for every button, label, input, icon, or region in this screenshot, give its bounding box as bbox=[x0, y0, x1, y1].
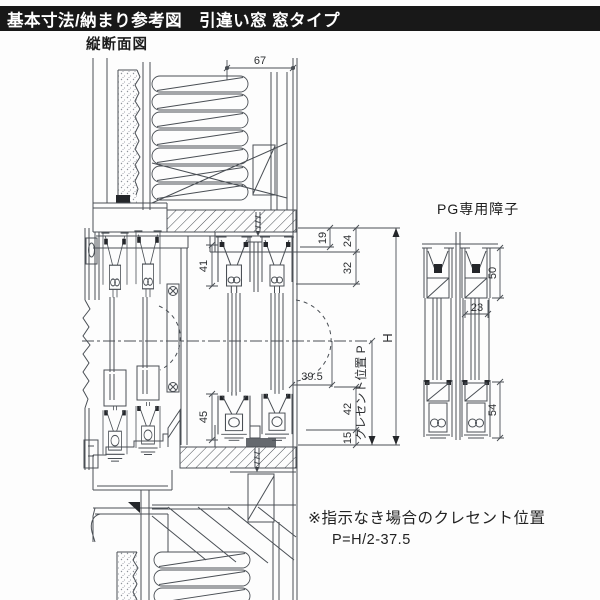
upper-wall-section bbox=[92, 58, 298, 600]
sill-section bbox=[90, 408, 297, 552]
dim-45: 45 bbox=[198, 411, 210, 423]
stucco-finish bbox=[118, 70, 137, 203]
dim-19: 19 bbox=[317, 232, 329, 244]
glass-pane-lines bbox=[109, 297, 148, 372]
sill-hatch bbox=[179, 446, 297, 469]
screen-track bbox=[82, 228, 100, 470]
crescent-screw bbox=[168, 382, 178, 392]
stucco-zigzag-edge bbox=[134, 69, 141, 196]
sill-flashing bbox=[92, 507, 169, 552]
dim-23: 23 bbox=[471, 302, 483, 314]
dim-50: 50 bbox=[487, 267, 499, 279]
frame-mid-face bbox=[180, 248, 188, 445]
sash-bottom-rail bbox=[217, 391, 251, 441]
dim-15: 15 bbox=[342, 432, 354, 444]
frame-center-rail bbox=[253, 242, 259, 292]
glass-pane-lines bbox=[432, 298, 442, 380]
crescent-note: ※指示なき場合のクレセント位置 P=H/2-37.5 bbox=[308, 506, 546, 548]
sash-top-rail bbox=[100, 232, 130, 298]
crescent-screw bbox=[168, 286, 178, 296]
note-line-1: ※指示なき場合のクレセント位置 bbox=[308, 510, 546, 527]
note-line-2: P=H/2-37.5 bbox=[332, 532, 411, 548]
crescent-swing-arc bbox=[158, 305, 181, 371]
dim-42: 42 bbox=[342, 403, 354, 415]
interior-wall-face bbox=[292, 58, 298, 600]
insulation-batt-lower bbox=[153, 551, 251, 600]
floor-joist-hatch bbox=[151, 506, 297, 564]
dimensions bbox=[206, 60, 400, 449]
lintel-hatch bbox=[166, 209, 297, 233]
sash-top-rail bbox=[215, 236, 253, 294]
dim-39-5: 39.5 bbox=[301, 371, 322, 383]
break-line-zigzag bbox=[82, 299, 91, 409]
dim-H: H bbox=[380, 333, 395, 342]
sash-top-rail bbox=[133, 230, 163, 298]
sealant-triangle bbox=[128, 502, 140, 513]
sealant-joint bbox=[116, 195, 130, 203]
dim-67: 67 bbox=[254, 55, 266, 67]
page-title: 基本寸法/納まり参考図 引違い窓 窓タイプ bbox=[7, 11, 341, 30]
crescent-lock bbox=[82, 283, 372, 393]
dim-41: 41 bbox=[198, 260, 210, 272]
head-section bbox=[92, 202, 300, 292]
dim-54: 54 bbox=[487, 404, 499, 416]
sill-rail-strip bbox=[246, 438, 276, 447]
glass-pane-lines bbox=[227, 293, 241, 392]
sash-bottom-rail bbox=[102, 405, 128, 462]
sash-bottom-rail bbox=[135, 401, 161, 455]
stud-blocking bbox=[247, 473, 275, 523]
dim-24: 24 bbox=[342, 235, 354, 247]
sash-top-rail bbox=[259, 236, 295, 294]
dim-crescent-position: クレセント位置 P bbox=[353, 345, 368, 440]
crescent-swing-arc bbox=[295, 299, 332, 382]
pg-sash-label: PG専用障子 bbox=[437, 201, 520, 217]
sash-bottom-rail bbox=[261, 389, 293, 441]
section-label: 縦断面図 bbox=[86, 37, 148, 53]
wall-brace bbox=[151, 142, 288, 204]
dimension-labels: 67 19 24 32 41 39.5 45 42 15 クレセント位置 P H… bbox=[198, 55, 499, 444]
pg-sash-detail bbox=[421, 232, 504, 442]
glass-pane-lines bbox=[470, 298, 480, 380]
stud-blocking bbox=[252, 144, 276, 196]
lower-wall-section bbox=[116, 467, 297, 600]
title-bar: 基本寸法/納まり参考図 引違い窓 窓タイプ bbox=[0, 6, 600, 31]
dim-32: 32 bbox=[342, 262, 354, 274]
